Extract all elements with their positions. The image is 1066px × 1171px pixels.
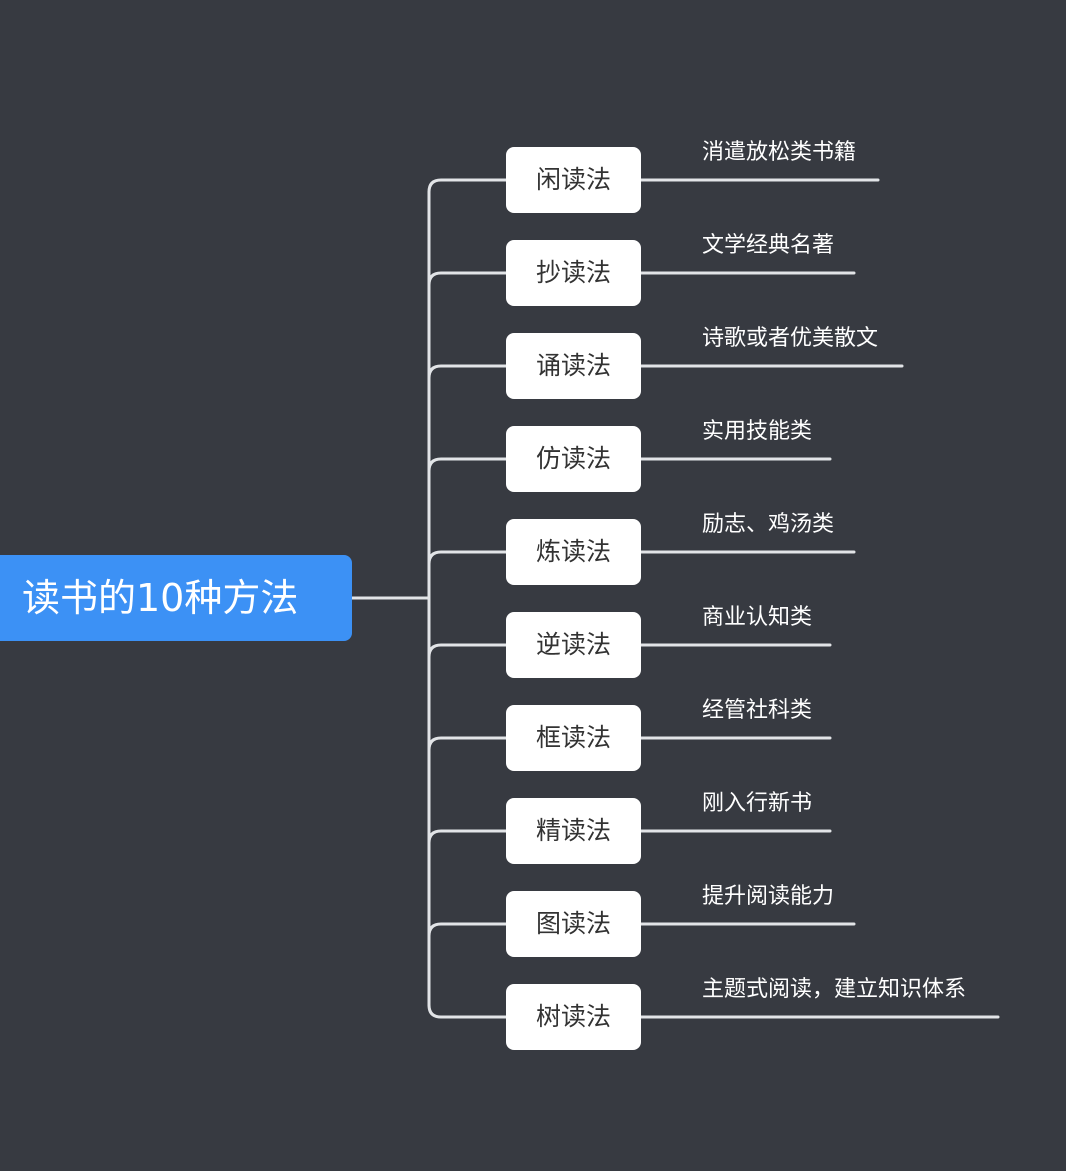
branch-connector-1 [427, 178, 508, 194]
method-node-6[interactable]: 逆读法 [506, 612, 641, 678]
method-node-7[interactable]: 框读法 [506, 705, 641, 771]
method-node-8[interactable]: 精读法 [506, 798, 641, 864]
branch-connector-5 [427, 550, 508, 566]
branch-connector-7 [427, 736, 508, 752]
branch-connector-8 [427, 829, 508, 845]
branch-connector-10 [427, 1003, 508, 1019]
description-label-8: 刚入行新书 [702, 791, 813, 816]
description-label-6: 商业认知类 [702, 605, 813, 630]
description-label-9: 提升阅读能力 [702, 884, 835, 909]
branch-connector-4 [427, 457, 508, 473]
method-node-5[interactable]: 炼读法 [506, 519, 641, 585]
description-label-7: 经管社科类 [702, 698, 813, 723]
description-label-1: 消遣放松类书籍 [702, 140, 857, 165]
method-node-2[interactable]: 抄读法 [506, 240, 641, 306]
method-node-1[interactable]: 闲读法 [506, 147, 641, 213]
method-node-3[interactable]: 诵读法 [506, 333, 641, 399]
method-node-4[interactable]: 仿读法 [506, 426, 641, 492]
method-node-9[interactable]: 图读法 [506, 891, 641, 957]
branch-connector-2 [427, 271, 508, 287]
description-label-4: 实用技能类 [702, 419, 813, 444]
description-label-5: 励志、鸡汤类 [702, 512, 835, 537]
description-label-3: 诗歌或者优美散文 [702, 326, 879, 351]
branch-connector-9 [427, 922, 508, 938]
description-label-2: 文学经典名著 [702, 233, 835, 258]
description-label-10: 主题式阅读，建立知识体系 [702, 977, 967, 1002]
branch-connector-6 [427, 643, 508, 659]
method-node-10[interactable]: 树读法 [506, 984, 641, 1050]
root-topic[interactable]: 读书的10种方法 [0, 555, 352, 641]
branch-connector-3 [427, 364, 508, 380]
